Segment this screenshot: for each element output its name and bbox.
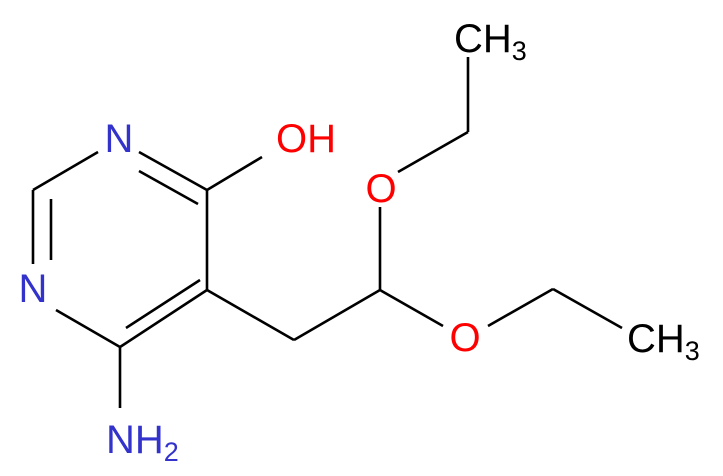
bond-c6-c5-inner — [125, 278, 201, 330]
atom-labels: N N OH NH2 O O CH3 CH3 — [19, 17, 700, 467]
bond-c6-c5 — [119, 288, 208, 349]
bond-c5-ch2 — [206, 288, 295, 342]
bond-c4-n3 — [138, 150, 208, 192]
bond-o-upper-ch2 — [397, 130, 469, 174]
bond-n3-c2 — [32, 150, 99, 192]
bond-ch2-ch3-right — [552, 287, 623, 330]
methyl-label-top-main: CH — [454, 17, 512, 61]
bond-ch-o-lower — [379, 288, 444, 328]
methyl-label-right-subscript: 3 — [685, 336, 700, 366]
bond-n1-c6 — [55, 308, 121, 349]
methyl-label-top-subscript: 3 — [512, 36, 527, 66]
amino-label-main: NH — [106, 418, 164, 462]
amino-label-subscript: 2 — [164, 437, 179, 467]
oxygen-label-upper: O — [365, 167, 396, 211]
bonds — [31, 57, 623, 408]
bond-o-lower-ch2 — [487, 287, 554, 328]
methyl-label-right: CH3 — [627, 317, 700, 366]
bond-ch2-ch — [293, 288, 381, 342]
hydroxyl-label: OH — [276, 117, 336, 161]
methyl-label-right-main: CH — [627, 317, 685, 361]
oxygen-label-lower: O — [449, 316, 480, 360]
bond-c4-n3-inner — [138, 169, 199, 206]
nitrogen-label-n3: N — [105, 117, 134, 161]
amino-label: NH2 — [106, 418, 179, 467]
bond-c4-oh — [206, 155, 263, 192]
methyl-label-top: CH3 — [454, 17, 527, 66]
nitrogen-label-n1: N — [19, 267, 48, 311]
